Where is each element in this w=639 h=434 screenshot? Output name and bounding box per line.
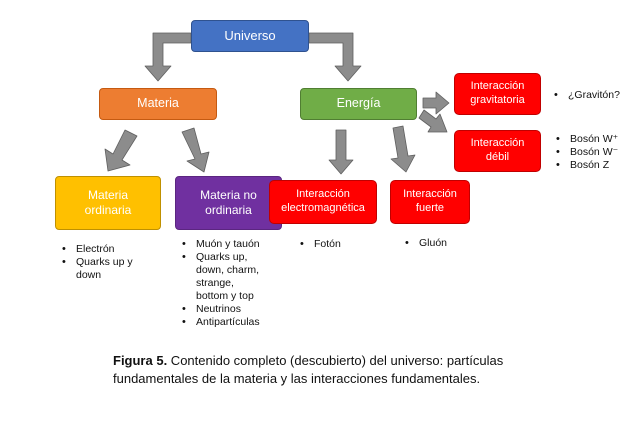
list-item: Antipartículas bbox=[180, 316, 290, 329]
list-item: Bosón Z bbox=[554, 159, 639, 172]
interaccion-gravitatoria-node: Interacción gravitatoria bbox=[454, 73, 541, 115]
list-item: Bosón W⁺ bbox=[554, 133, 639, 146]
list-item: Quarks up y down bbox=[60, 256, 165, 282]
list-item: Quarks up, down, charm, strange, bottom … bbox=[180, 251, 290, 303]
electromagnetica-list: Fotón bbox=[298, 238, 378, 251]
materia-no-ordinaria-label: Materia no ordinaria bbox=[200, 188, 257, 217]
debil-list: Bosón W⁺ Bosón W⁻ Bosón Z bbox=[554, 133, 639, 172]
list-item: Electrón bbox=[60, 243, 165, 256]
figure-caption: Figura 5. Contenido completo (descubiert… bbox=[113, 352, 533, 388]
list-item: ¿Gravitón? bbox=[552, 89, 637, 102]
interaccion-debil-label: Interacción débil bbox=[470, 137, 525, 163]
arrow-universe-to-materia bbox=[144, 32, 192, 82]
materia-node: Materia bbox=[99, 88, 217, 120]
interaccion-gravitatoria-label: Interacción gravitatoria bbox=[470, 80, 525, 106]
universe-label: Universo bbox=[224, 27, 276, 43]
universe-node: Universo bbox=[191, 20, 309, 52]
materia-ordinaria-list: Electrón Quarks up y down bbox=[60, 243, 165, 282]
interaccion-electromagnetica-node: Interacción electromagnética bbox=[269, 180, 377, 224]
caption-label: Figura 5. bbox=[113, 353, 168, 368]
materia-label: Materia bbox=[137, 96, 179, 111]
energia-node: Energía bbox=[300, 88, 417, 120]
arrow-energia-to-grav bbox=[422, 91, 450, 115]
interaccion-fuerte-label: Interacción fuerte bbox=[403, 188, 457, 214]
materia-no-ordinaria-list: Muón y tauón Quarks up, down, charm, str… bbox=[180, 238, 290, 329]
energia-label: Energía bbox=[336, 96, 381, 111]
arrow-universe-to-energia bbox=[308, 32, 362, 82]
list-item: Fotón bbox=[298, 238, 378, 251]
materia-no-ordinaria-node: Materia no ordinaria bbox=[175, 176, 282, 230]
materia-ordinaria-node: Materia ordinaria bbox=[55, 176, 161, 230]
arrow-energia-to-debil bbox=[418, 109, 448, 133]
fuerte-list: Gluón bbox=[403, 237, 483, 250]
interaccion-debil-node: Interacción débil bbox=[454, 130, 541, 172]
list-item: Neutrinos bbox=[180, 303, 290, 316]
interaccion-electromagnetica-label: Interacción electromagnética bbox=[281, 188, 365, 214]
arrow-energia-to-em bbox=[328, 129, 354, 175]
list-item: Gluón bbox=[403, 237, 483, 250]
interaccion-fuerte-node: Interacción fuerte bbox=[390, 180, 470, 224]
arrow-materia-to-ordinaria bbox=[104, 129, 138, 172]
arrow-energia-to-fuerte bbox=[390, 125, 416, 173]
gravitatoria-list: ¿Gravitón? bbox=[552, 89, 637, 102]
materia-ordinaria-label: Materia ordinaria bbox=[84, 188, 132, 217]
arrow-materia-to-no-ordinaria bbox=[181, 127, 210, 173]
list-item: Muón y tauón bbox=[180, 238, 290, 251]
list-item: Bosón W⁻ bbox=[554, 146, 639, 159]
caption-text: Contenido completo (descubierto) del uni… bbox=[113, 353, 504, 386]
